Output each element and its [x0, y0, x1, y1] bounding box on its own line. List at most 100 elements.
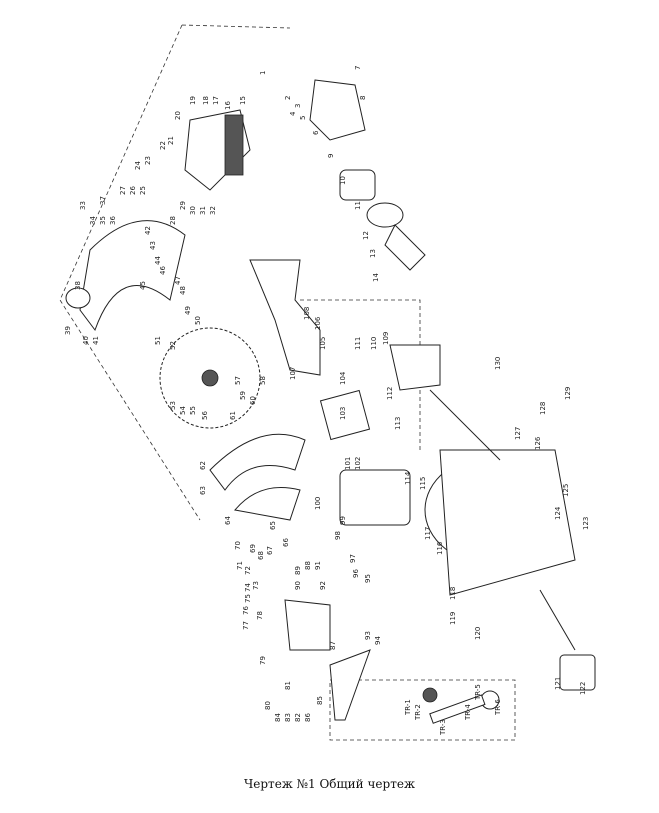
part-label-63: 63 [199, 486, 207, 495]
part-label-34: 34 [89, 216, 97, 225]
part-label-59: 59 [239, 391, 247, 400]
part-label-67: 67 [266, 546, 274, 555]
part-label-125: 125 [562, 484, 570, 497]
part-label-39: 39 [64, 326, 72, 335]
part-label-84: 84 [274, 713, 282, 722]
part-label-77: 77 [242, 621, 250, 630]
blade-guard [65, 220, 186, 332]
part-label-38: 38 [74, 281, 82, 290]
inset-label-TR-5: TR-5 [474, 684, 482, 701]
part-label-25: 25 [139, 186, 147, 195]
saw-blade [159, 327, 261, 429]
part-label-109: 109 [382, 332, 390, 345]
part-label-30: 30 [189, 206, 197, 215]
part-label-94: 94 [374, 636, 382, 645]
part-label-36: 36 [109, 216, 117, 225]
part-label-99: 99 [339, 516, 347, 525]
inset-label-TR-2: TR-2 [414, 704, 422, 721]
part-label-96: 96 [352, 569, 360, 578]
part-label-58: 58 [259, 376, 267, 385]
part-label-27: 27 [119, 186, 127, 195]
part-label-37: 37 [99, 196, 107, 205]
part-label-18: 18 [202, 96, 210, 105]
part-label-16: 16 [224, 101, 232, 110]
inset-label-TR-4: TR-4 [464, 704, 472, 721]
part-label-76: 76 [242, 606, 250, 615]
part-label-60: 60 [249, 396, 257, 405]
part-label-26: 26 [129, 186, 137, 195]
part-label-106: 106 [314, 316, 322, 330]
part-label-29: 29 [179, 201, 187, 210]
part-label-5: 5 [299, 116, 307, 120]
part-label-103: 103 [339, 407, 347, 420]
part-label-28: 28 [169, 216, 177, 225]
part-label-79: 79 [259, 656, 267, 665]
part-label-45: 45 [139, 281, 147, 290]
part-label-8: 8 [359, 96, 367, 100]
part-label-64: 64 [224, 516, 232, 525]
part-label-41: 41 [92, 336, 100, 345]
part-label-118: 118 [449, 587, 457, 600]
part-label-31: 31 [199, 206, 207, 215]
part-label-4: 4 [289, 111, 297, 116]
part-label-127: 127 [514, 427, 522, 440]
part-label-17: 17 [212, 96, 220, 105]
part-label-50: 50 [194, 316, 202, 325]
handle-assembly [184, 109, 251, 191]
part-label-129: 129 [564, 387, 572, 400]
part-label-20: 20 [174, 111, 182, 120]
part-label-51: 51 [154, 336, 162, 345]
part-label-121: 121 [554, 677, 562, 690]
part-label-115: 115 [419, 477, 427, 490]
part-label-73: 73 [252, 581, 260, 590]
part-label-108: 108 [303, 307, 311, 320]
part-label-43: 43 [149, 241, 157, 250]
part-label-21: 21 [167, 136, 175, 145]
part-label-55: 55 [189, 406, 197, 415]
part-label-57: 57 [234, 376, 242, 385]
inset-label-TR-3: TR-3 [439, 719, 447, 736]
part-label-100: 100 [314, 497, 322, 510]
figure-caption: Чертеж №1 Общий чертеж [244, 777, 415, 791]
part-label-54: 54 [179, 406, 187, 415]
part-label-11: 11 [354, 201, 362, 210]
bevel-bracket [284, 599, 371, 721]
part-label-42: 42 [144, 226, 152, 235]
part-label-56: 56 [201, 411, 209, 420]
part-label-126: 126 [534, 436, 542, 450]
part-label-128: 128 [539, 402, 547, 415]
part-number-labels: 1234567891011121314151617181920212223242… [64, 66, 590, 722]
part-label-2: 2 [284, 96, 292, 100]
part-label-122: 122 [579, 682, 587, 695]
part-label-130: 130 [494, 357, 502, 370]
part-label-97: 97 [349, 554, 357, 563]
part-label-35: 35 [99, 216, 107, 225]
part-label-46: 46 [159, 266, 167, 275]
part-label-1: 1 [259, 71, 267, 75]
part-label-117: 117 [424, 527, 432, 540]
part-label-68: 68 [257, 551, 265, 560]
part-label-89: 89 [294, 566, 302, 575]
part-label-52: 52 [169, 341, 177, 350]
turntable-base [424, 389, 596, 691]
part-label-66: 66 [282, 538, 290, 547]
inset-label-TR-1: TR-1 [404, 699, 412, 716]
part-label-32: 32 [209, 206, 217, 215]
part-label-75: 75 [244, 594, 252, 603]
part-label-104: 104 [339, 371, 347, 385]
inset-label-TR-6: TR-6 [494, 699, 502, 716]
part-label-88: 88 [304, 561, 312, 570]
part-label-49: 49 [184, 306, 192, 315]
part-label-112: 112 [386, 387, 394, 400]
part-label-19: 19 [189, 96, 197, 105]
dashed-outline [59, 24, 516, 741]
part-label-107: 107 [289, 367, 297, 380]
part-label-114: 114 [404, 471, 412, 485]
part-label-13: 13 [369, 249, 377, 258]
part-label-15: 15 [239, 96, 247, 105]
part-label-123: 123 [582, 517, 590, 530]
part-label-80: 80 [264, 701, 272, 710]
part-label-69: 69 [249, 544, 257, 553]
part-label-10: 10 [339, 176, 347, 185]
inset-parts [422, 687, 500, 724]
